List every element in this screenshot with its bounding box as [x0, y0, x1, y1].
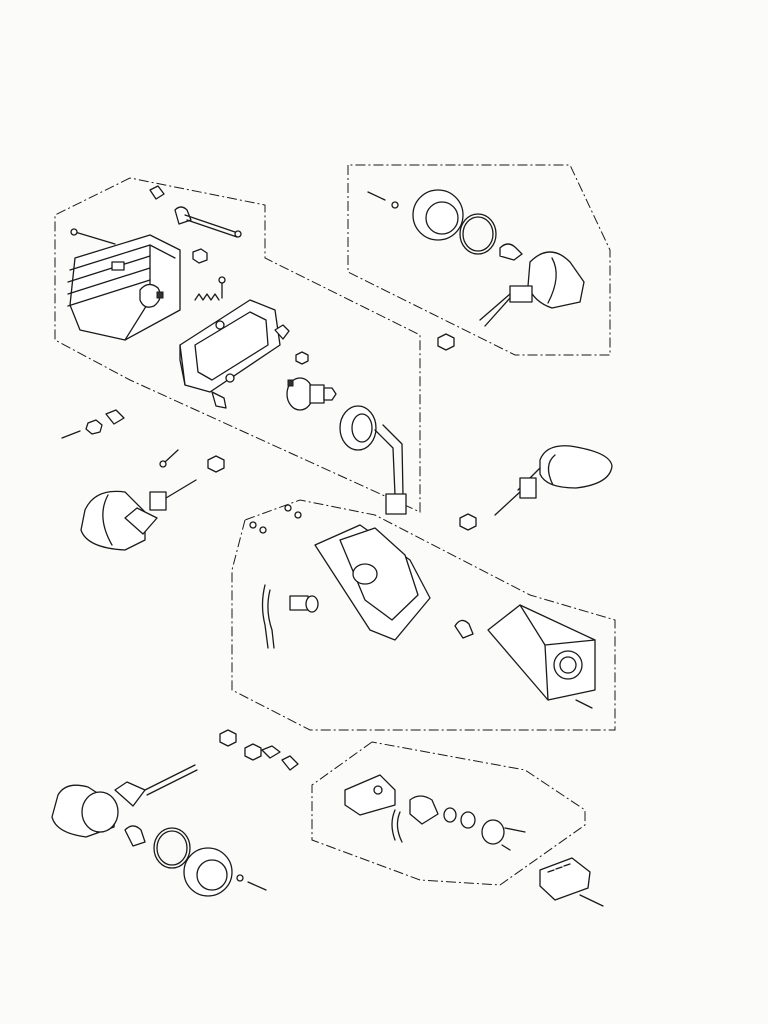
rear-left-signal-nut	[219, 729, 237, 747]
mount-bolt-washer	[244, 743, 299, 771]
taillight-bulb	[454, 619, 474, 639]
license-light-lens	[481, 819, 505, 845]
taillight-screws	[249, 504, 302, 534]
taillight-lens	[487, 604, 596, 701]
taillight-base	[314, 524, 431, 641]
headlight-frame-nut	[295, 351, 309, 365]
taillight-lens-screw	[575, 699, 593, 709]
headlight-adjust-bolt	[159, 449, 179, 468]
headlight-adjust-spring	[194, 276, 226, 301]
left-front-signal-nut	[207, 455, 225, 473]
headlight-housing-frame	[179, 299, 290, 409]
license-light-cover-screw	[579, 894, 604, 907]
right-signal-nut	[459, 513, 477, 531]
headlight-nut	[192, 248, 208, 264]
license-light-bracket	[344, 774, 396, 816]
rear-left-signal-screw	[236, 874, 267, 891]
front-right-signal-lens	[412, 189, 464, 241]
headlight-lens-unit	[67, 234, 181, 341]
headlight-mount-screw	[61, 409, 125, 439]
headlight-group-boundary	[54, 177, 421, 513]
rear-left-signal-lens	[183, 847, 233, 897]
headlight-wiring-boot	[339, 405, 407, 515]
license-light-cover	[539, 857, 591, 901]
taillight-socket-wire	[261, 584, 319, 649]
front-right-signal-screw	[367, 191, 399, 209]
license-light-bulb	[443, 807, 476, 829]
headlight-bulb	[286, 377, 337, 411]
front-right-signal-gasket	[459, 213, 497, 255]
license-light-screws	[501, 827, 526, 851]
front-right-signal-bulb	[499, 243, 523, 261]
left-front-signal-housing	[80, 479, 197, 551]
right-signal-housing	[494, 445, 613, 516]
front-right-signal-housing	[479, 251, 585, 327]
rear-left-signal-gasket	[153, 827, 191, 869]
front-right-signal-group-boundary	[347, 164, 611, 356]
license-light-socket	[391, 795, 439, 843]
rear-left-signal-bulb	[124, 825, 146, 847]
front-right-signal-nut	[437, 333, 455, 351]
license-light-group-boundary	[311, 741, 586, 886]
headlight-bulb-socket-wire	[149, 185, 242, 238]
rear-left-signal-housing	[51, 764, 198, 838]
headlight-long-screw	[70, 228, 116, 245]
taillight-group-boundary	[231, 499, 616, 731]
